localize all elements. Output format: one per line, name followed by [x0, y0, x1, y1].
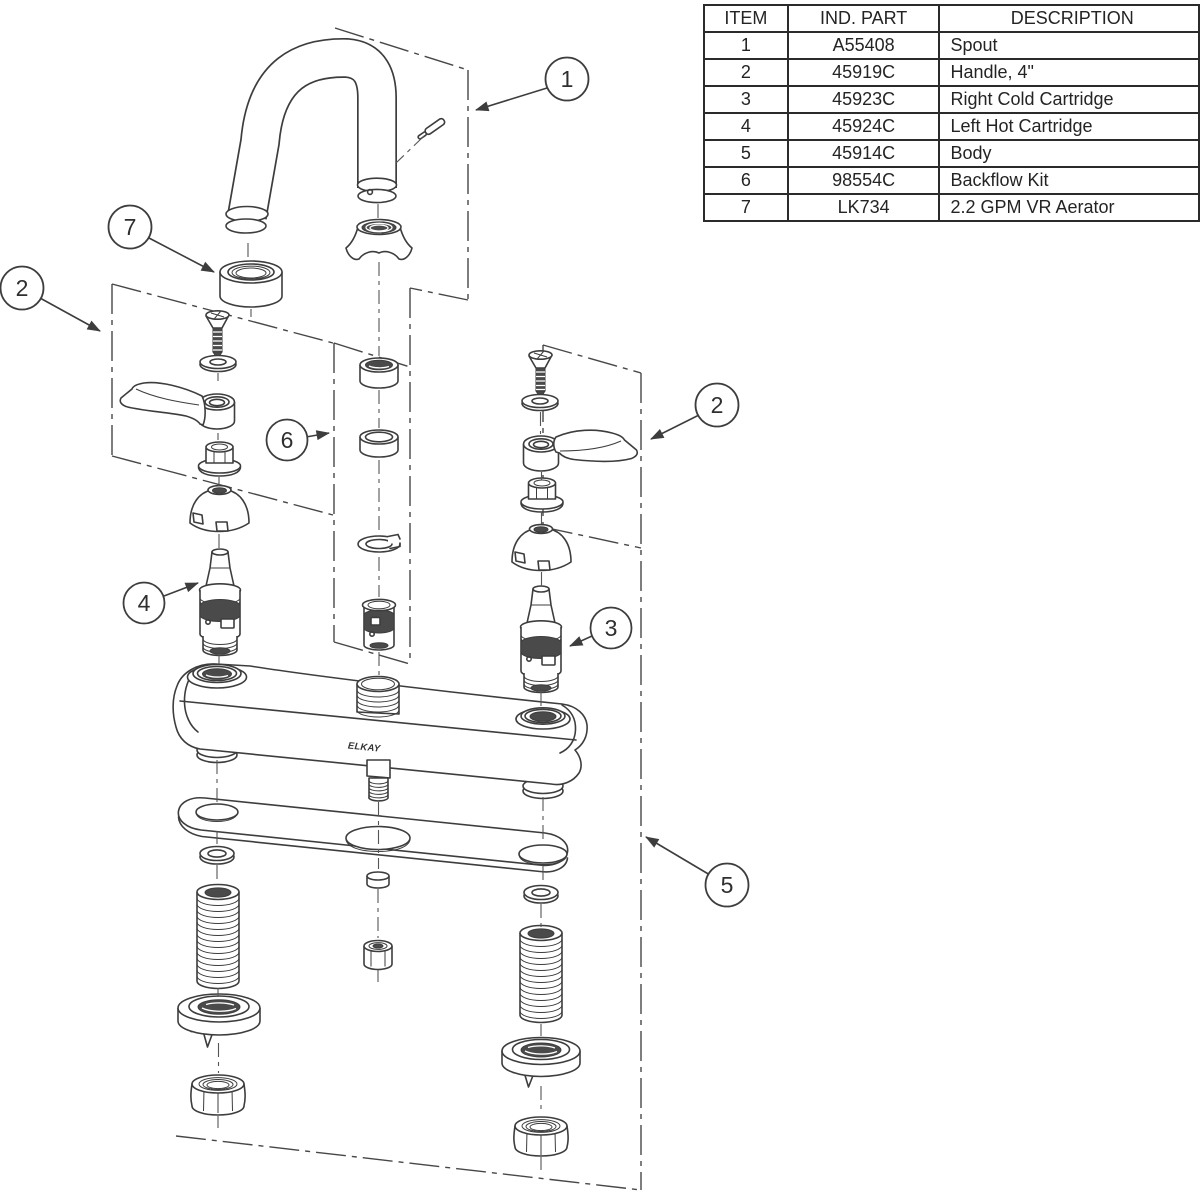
dome-cap-right [511, 523, 572, 572]
cell-description: 2.2 GPM VR Aerator [938, 193, 1200, 222]
cartridge-right [519, 585, 563, 694]
washer-under-right [523, 884, 559, 904]
callout-4-label: 4 [138, 590, 151, 616]
supply-shank-right [519, 924, 563, 1024]
handle-screw-left [205, 309, 230, 360]
cell-item: 6 [703, 166, 789, 195]
callout-5: 5 [645, 836, 750, 908]
lock-nut-left [190, 1074, 246, 1116]
table-row: 3 45923C Right Cold Cartridge [703, 85, 1200, 114]
handle-screw-right [528, 349, 553, 399]
callout-7: 7 [107, 204, 215, 273]
callout-2-right: 2 [650, 382, 740, 440]
handle-lever-right [522, 429, 639, 472]
deck-gasket [177, 796, 569, 873]
callout-2-right-label: 2 [711, 392, 724, 418]
lock-flange-right [501, 1036, 581, 1088]
spout-index-pin [417, 117, 446, 140]
spout [225, 37, 446, 234]
center-slip-washer [366, 871, 390, 889]
washer-left [199, 354, 237, 373]
check-valve [361, 598, 397, 651]
callout-2-left: 2 [0, 265, 101, 332]
cell-part: 98554C [786, 166, 941, 195]
callout-7-label: 7 [124, 214, 137, 240]
table-row: 6 98554C Backflow Kit [703, 166, 1200, 195]
cell-item: 5 [703, 139, 789, 168]
cell-item: 3 [703, 85, 789, 114]
cell-part: LK734 [786, 193, 941, 222]
cell-part: A55408 [786, 31, 941, 60]
cell-part: 45914C [786, 139, 941, 168]
cell-description: Handle, 4" [938, 58, 1200, 87]
table-row: 7 LK734 2.2 GPM VR Aerator [703, 193, 1200, 222]
spout-nut [345, 218, 413, 261]
snap-ring [357, 532, 405, 553]
cell-description: Right Cold Cartridge [938, 85, 1200, 114]
parts-table: ITEM IND. PART DESCRIPTION 1 A55408 Spou… [703, 4, 1200, 222]
column-header-item: ITEM [703, 4, 789, 33]
callout-6-label: 6 [281, 427, 294, 453]
brand-label: ELKAY [347, 741, 382, 755]
cell-item: 7 [703, 193, 789, 222]
centerlines [216, 135, 544, 1170]
callout-1-label: 1 [561, 66, 574, 92]
callout-2-left-label: 2 [16, 275, 29, 301]
cell-description: Spout [938, 31, 1200, 60]
callout-3-label: 3 [605, 615, 618, 641]
cartridge-left [198, 548, 242, 657]
cell-description: Left Hot Cartridge [938, 112, 1200, 141]
callout-4: 4 [122, 581, 199, 625]
lock-nut-right [513, 1116, 569, 1157]
cell-part: 45923C [786, 85, 941, 114]
callout-6: 6 [265, 418, 330, 462]
callout-1: 1 [475, 56, 590, 112]
backflow-ring-lower [359, 429, 399, 458]
aerator [219, 260, 283, 308]
cell-item: 4 [703, 112, 789, 141]
cell-part: 45924C [786, 112, 941, 141]
cell-description: Backflow Kit [938, 166, 1200, 195]
handle-nut-right [520, 477, 564, 513]
callout-3: 3 [569, 606, 633, 650]
washer-under-left [199, 845, 235, 865]
cell-part: 45919C [786, 58, 941, 87]
callout-5-label: 5 [721, 872, 734, 898]
cell-item: 2 [703, 58, 789, 87]
cell-description: Body [938, 139, 1200, 168]
column-header-ind-part: IND. PART [786, 4, 941, 33]
washer-right [521, 393, 559, 412]
handle-lever-left [119, 381, 236, 430]
handle-nut-left [197, 441, 242, 477]
lock-flange-left [177, 993, 261, 1048]
table-row: 2 45919C Handle, 4" [703, 58, 1200, 87]
center-hex-nut [363, 939, 393, 971]
supply-shank-left [196, 883, 240, 990]
table-row: 4 45924C Left Hot Cartridge [703, 112, 1200, 141]
faucet-body: ELKAY [172, 663, 588, 802]
cell-item: 1 [703, 31, 789, 60]
parts-table-header-row: ITEM IND. PART DESCRIPTION [703, 4, 1200, 33]
table-row: 1 A55408 Spout [703, 31, 1200, 60]
column-header-description: DESCRIPTION [938, 4, 1200, 33]
backflow-ring-top [359, 357, 399, 389]
table-row: 5 45914C Body [703, 139, 1200, 168]
dome-cap-left [189, 484, 250, 533]
